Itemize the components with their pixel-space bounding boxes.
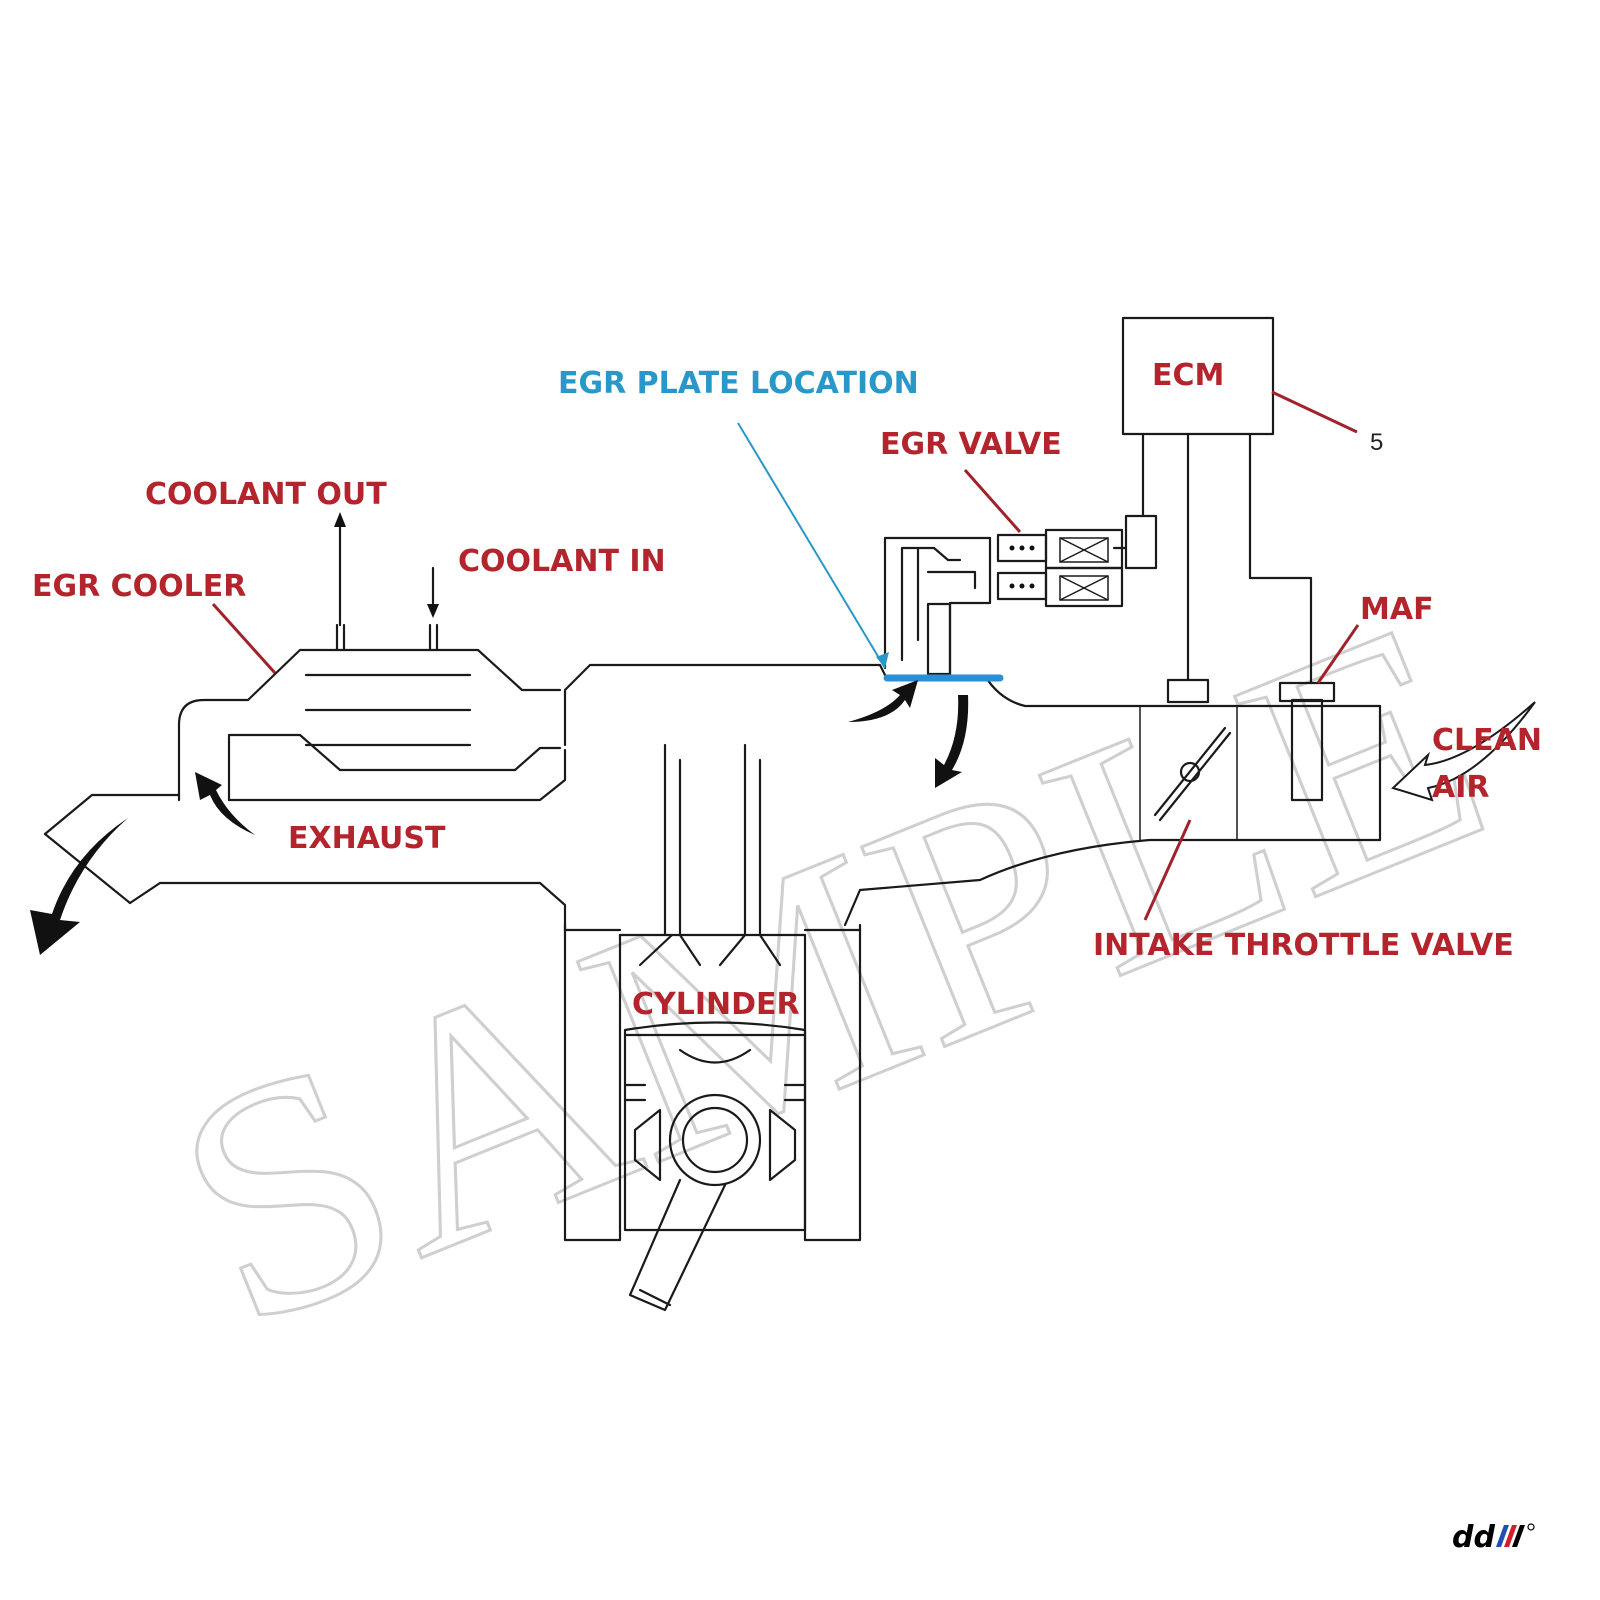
egr-solenoid-lower [1044, 566, 1124, 608]
flow-arrows [30, 680, 1536, 955]
wrist-pin-boss [668, 1093, 762, 1187]
coolant-in-label: COOLANT IN [458, 544, 666, 579]
egr-valve-label: EGR VALVE [880, 427, 1062, 462]
egr-plate-location-label: EGR PLATE LOCATION [558, 366, 919, 401]
clean-air-arrow [1391, 701, 1536, 802]
egr-into-valve-arrow [848, 680, 918, 722]
ecm-module [1112, 316, 1313, 685]
exhaust-egr-arrow [195, 772, 255, 835]
ecm-label: ECM [1152, 358, 1224, 393]
piston [623, 1033, 807, 1232]
cylinder [563, 743, 862, 1312]
cylinder-label: CYLINDER [632, 987, 800, 1022]
sample-watermark: SAMPLE [129, 548, 1530, 1399]
logo-text: dd [1452, 1520, 1495, 1555]
logo-stripe-red [1504, 1525, 1517, 1547]
egr-cooler-label: EGR COOLER [32, 569, 246, 604]
egr-valve [883, 528, 1124, 678]
clean-air-label-line2: AIR [1432, 770, 1489, 805]
logo-stripe-black [1512, 1525, 1525, 1547]
throttle-pivot [1179, 761, 1201, 783]
clean-air-label-line1: CLEAN [1432, 723, 1542, 758]
egr-valve-stem [926, 602, 952, 676]
maf-label: MAF [1360, 592, 1434, 627]
coolant-out-label: COOLANT OUT [145, 477, 387, 512]
exhaust-manifold [43, 663, 887, 932]
egr-into-intake-arrow [935, 695, 969, 788]
ecm-reference-number: 5 [1370, 429, 1383, 456]
egr-cooler [177, 512, 562, 802]
throttle-actuator [1166, 678, 1210, 704]
watermark-text: SAMPLE [131, 550, 1529, 1398]
exhaust-label: EXHAUST [288, 821, 446, 856]
exhaust-exit-arrow [30, 818, 128, 955]
leader-lines [211, 390, 1360, 921]
ecm-box [1121, 316, 1275, 436]
logo-stripe-blue [1496, 1525, 1509, 1547]
brand-logo: dd [1452, 1520, 1535, 1555]
egr-valve-connector [1124, 514, 1158, 570]
intake-throttle-valve-label: INTAKE THROTTLE VALVE [1093, 928, 1514, 963]
